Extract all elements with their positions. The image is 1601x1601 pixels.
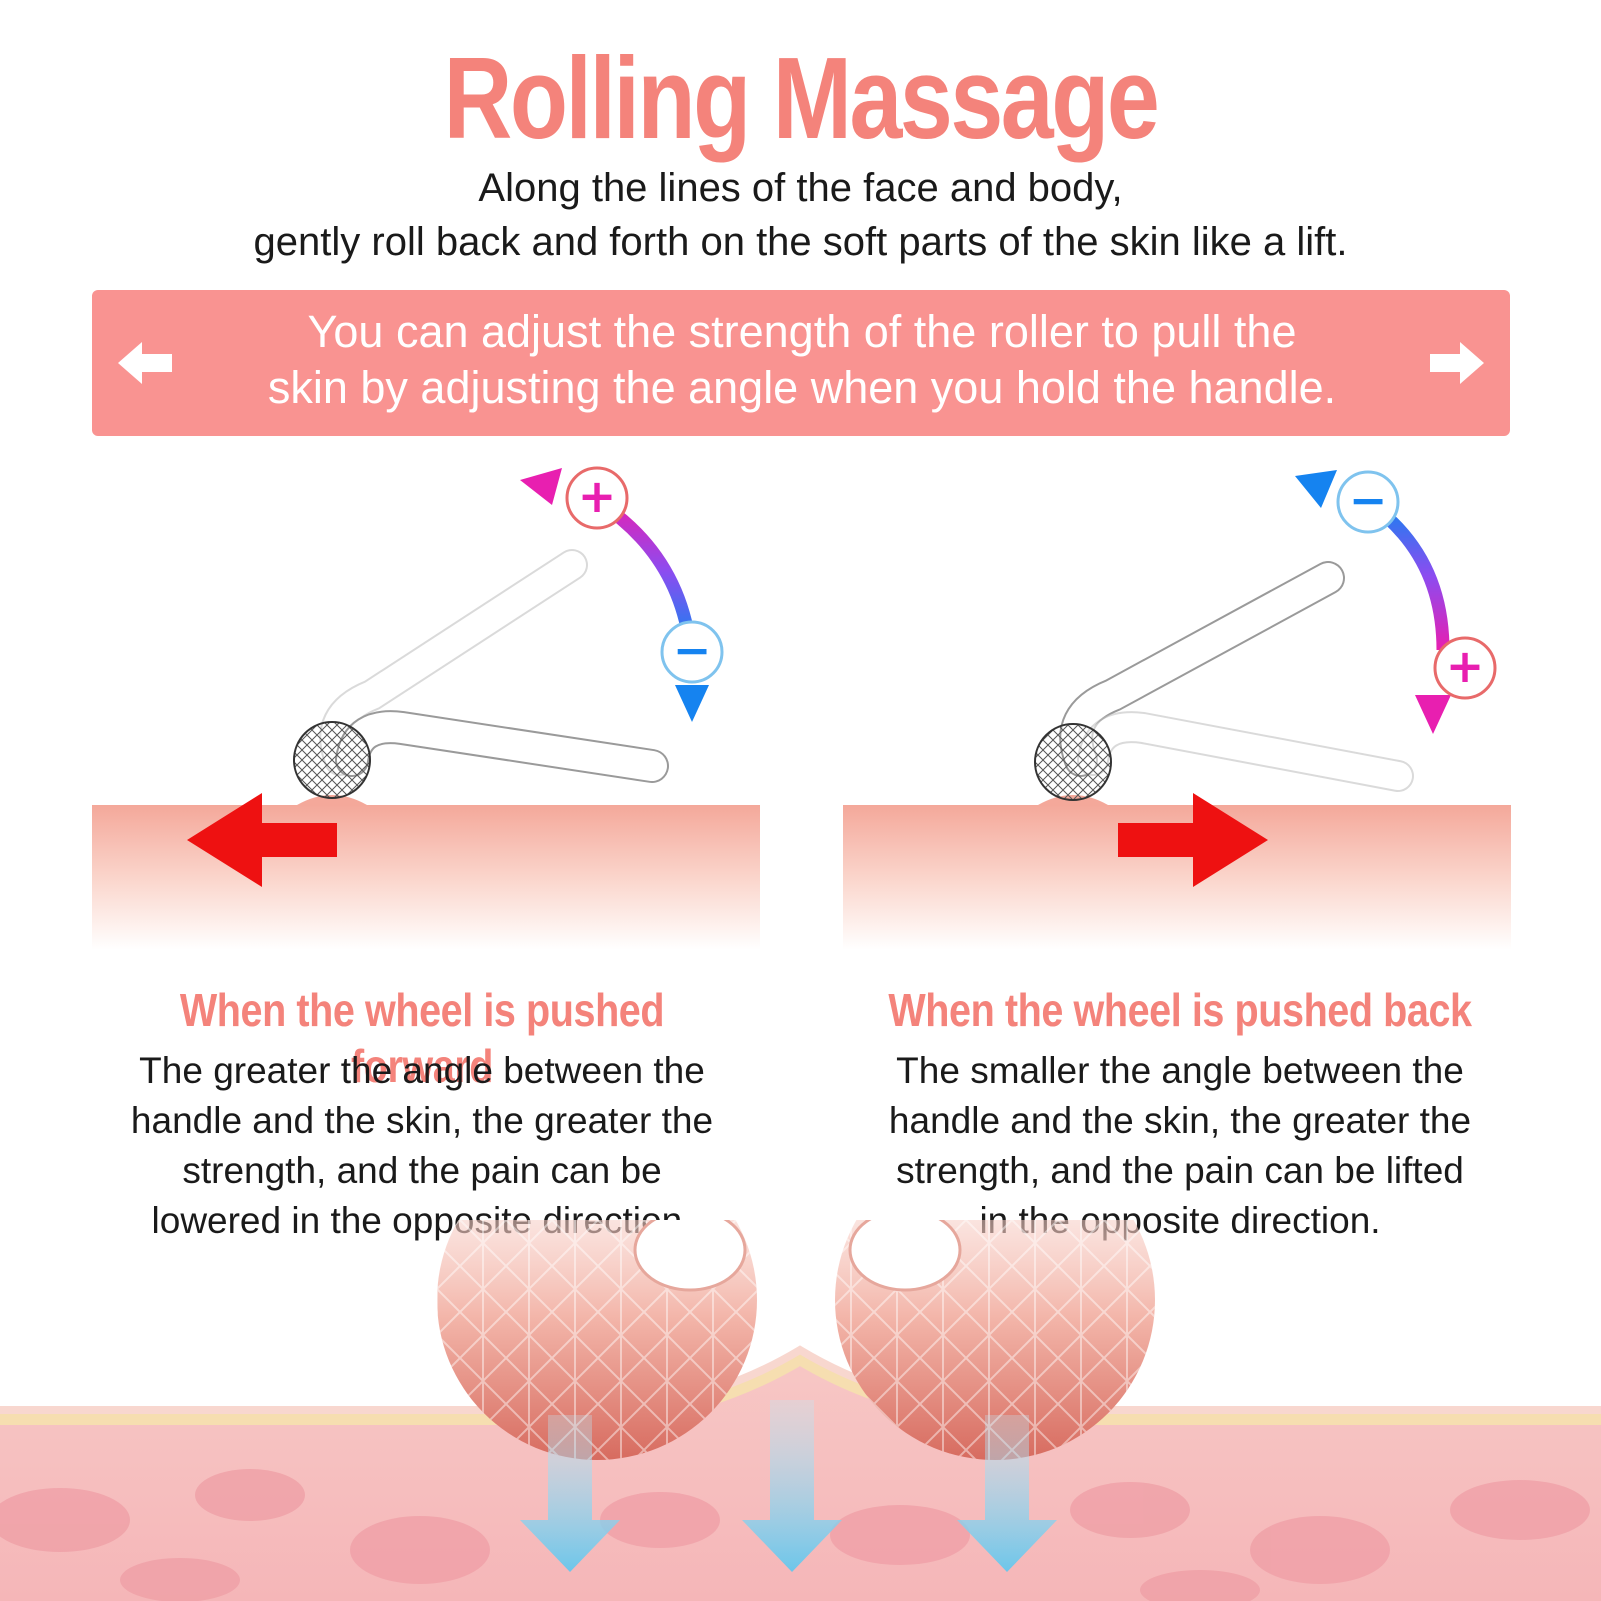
plus-symbol: + [1446,639,1485,693]
roller-left [437,1220,757,1460]
banner-line-1: You can adjust the strength of the rolle… [307,306,1297,357]
arrow-right-icon [1430,342,1484,384]
skin-lift-illustration [0,1220,1601,1601]
handle-lowered [1077,711,1414,792]
roller-right [835,1220,1155,1460]
forward-line-1: The greater the angle between the [139,1050,705,1091]
back-line-2: handle and the skin, the greater the [888,1100,1472,1141]
back-line-1: The smaller the angle between the [896,1050,1464,1091]
back-heading: When the wheel is pushed back [888,984,1472,1036]
minus-badge [1336,470,1400,534]
pressure-arrows [520,1400,1057,1572]
minus-symbol: − [673,623,712,677]
arrow-up-tip [1295,470,1337,508]
arrow-up-tip [520,468,562,505]
minus-symbol: − [1349,473,1388,527]
arrow-down-tip [675,685,709,722]
roller-ball [293,721,371,799]
plus-badge [565,466,629,530]
motion-arrow-right [1118,793,1268,887]
forward-diagram-svg: + − [92,466,760,950]
minus-badge [660,620,724,684]
arrow-left-icon [118,342,172,384]
backward-diagram: − + [843,460,1511,950]
forward-diagram: + − [92,460,760,950]
motion-arrow-left [187,793,337,887]
plus-symbol: + [578,469,617,523]
forward-heading: When the wheel is pushed forward [179,984,665,1092]
page-title: Rolling Massage [443,33,1160,163]
subtitle-line-1: Along the lines of the face and body, [478,166,1123,210]
plus-badge [1433,636,1497,700]
forward-line-3: strength, and the pain can be [182,1150,662,1191]
subtitle-line-2: gently roll back and forth on the soft p… [253,220,1348,264]
skin-surface [92,805,760,950]
info-banner: You can adjust the strength of the rolle… [92,290,1510,436]
back-line-3: strength, and the pain can be lifted [896,1150,1464,1191]
handle-lowered [335,710,669,783]
banner-line-2: skin by adjusting the angle when you hol… [267,362,1337,413]
back-description: The smaller the angle between the handle… [830,1046,1530,1246]
forward-description: The greater the angle between the handle… [72,1046,772,1246]
arrow-down-tip [1415,695,1451,734]
banner-text: You can adjust the strength of the rolle… [252,304,1352,416]
forward-line-2: handle and the skin, the greater the [130,1100,714,1141]
backward-diagram-svg: − + [843,470,1511,950]
fat-cells [0,1469,1590,1601]
roller-ball [1034,723,1112,801]
